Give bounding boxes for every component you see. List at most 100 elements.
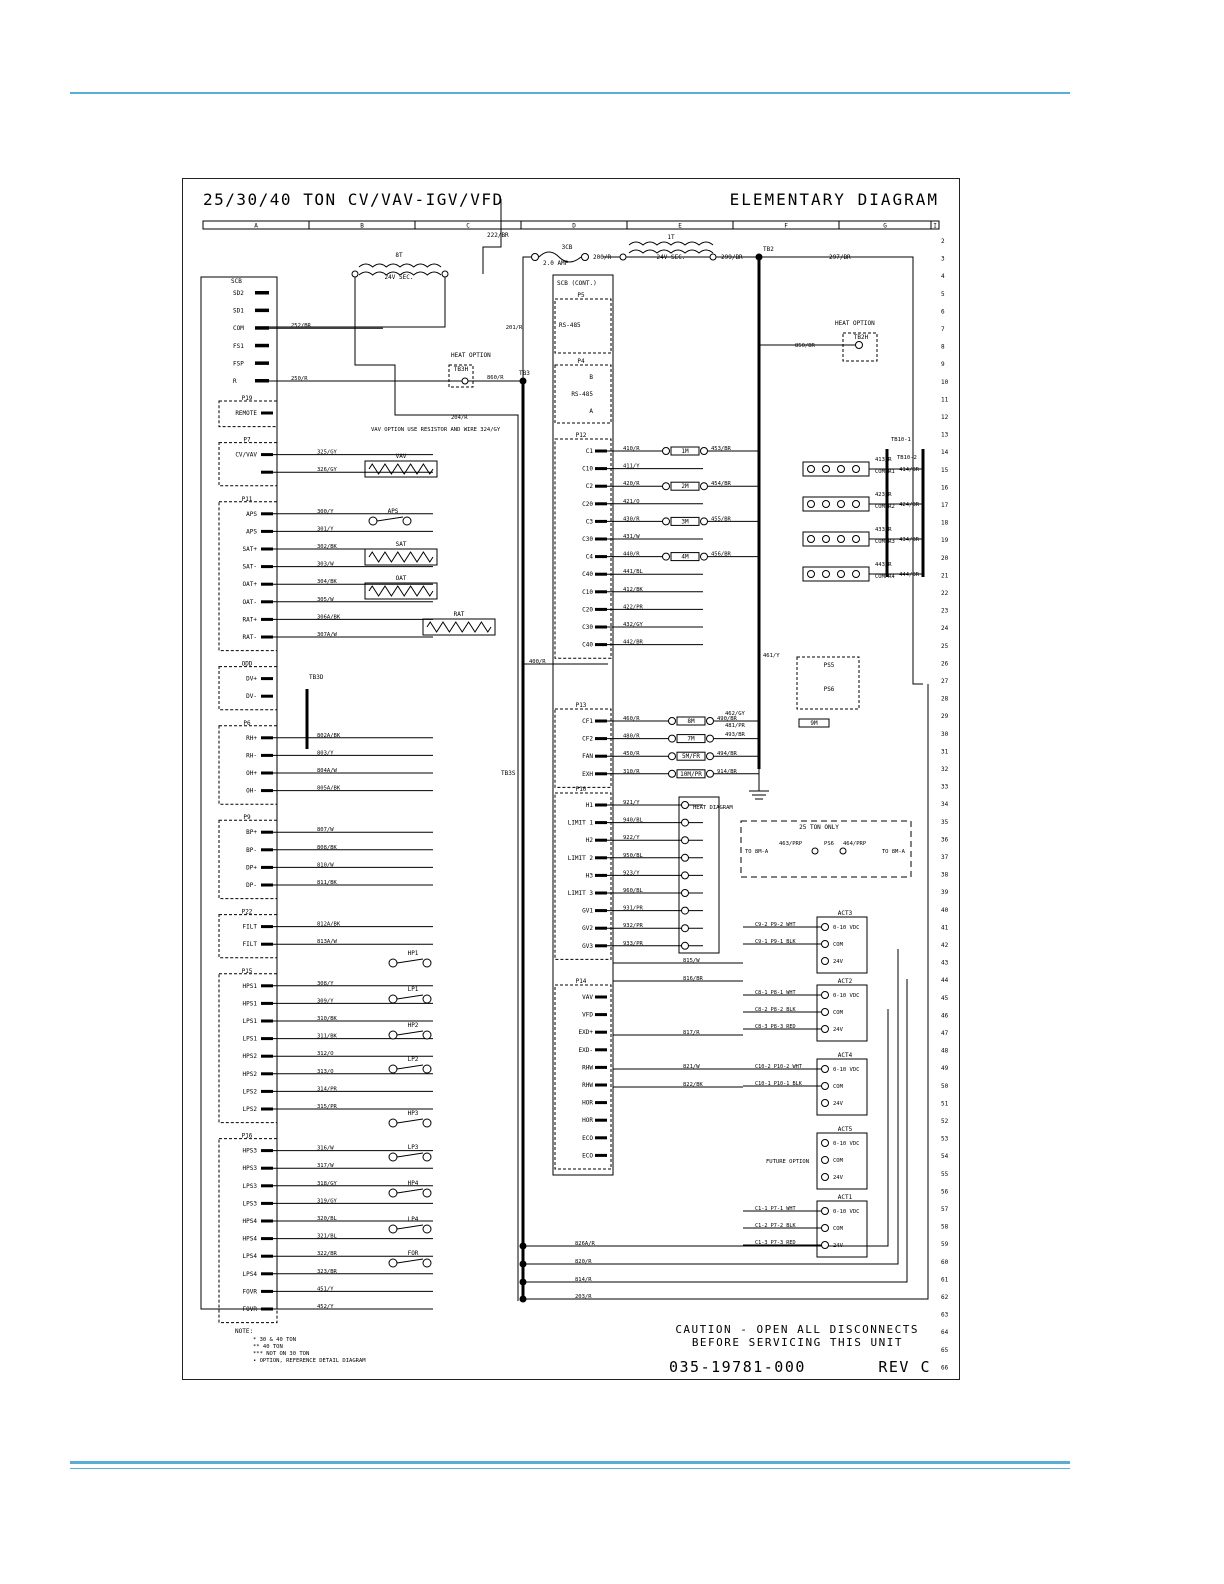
p10-pin (595, 856, 607, 860)
bus-node (519, 1242, 527, 1250)
connector-wire-label: 314/PR (317, 1086, 338, 1092)
fuse-terminal-b (581, 253, 589, 261)
p10-wire-label: 933/PR (623, 941, 644, 947)
connector-pin (261, 771, 273, 775)
sensor-oat-box (364, 582, 438, 600)
row-number: 15 (941, 467, 949, 474)
connector-wire-label: 807/W (317, 827, 334, 833)
connector-pin-label: SAT+ (243, 546, 258, 553)
connector-wire-label: 308/Y (317, 981, 334, 987)
t8-secondary-label: 24V SEC. (385, 274, 414, 281)
actuator-wire-label: C8-1 P8-1 WHT (755, 990, 796, 996)
connector-name: P16 (242, 1133, 253, 1140)
scb-terminal-label: SD1 (233, 308, 244, 315)
row-number: 11 (941, 396, 949, 403)
wire-850-label: 850/BR (795, 343, 816, 349)
actuator-pin-label: 0-10 VDC (833, 1209, 860, 1215)
heat-diagram-terminal (681, 853, 689, 862)
wire-826A (523, 1009, 889, 1247)
switch-label: LP1 (408, 986, 419, 993)
note-line: • OPTION, REFERENCE DETAIL DIAGRAM (253, 1358, 366, 1364)
t1-secondary-coil (628, 249, 714, 254)
fuse-symbol (538, 251, 582, 263)
connector-pin (261, 865, 273, 869)
actuator-pin-label: 24V (833, 1027, 844, 1033)
p10-pin-label: GV3 (582, 943, 593, 950)
row-number: 52 (941, 1118, 949, 1125)
heat-diagram-terminal (681, 818, 689, 827)
heat-option-tb2h-box (842, 332, 878, 362)
actuator-pin-label: 0-10 VDC (833, 1141, 860, 1147)
connector-pin (261, 789, 273, 793)
actuator-terminal (821, 1224, 829, 1232)
p12-box (554, 438, 612, 659)
connector-pin (261, 547, 273, 551)
switch-hp4-terminal-b (422, 1188, 432, 1198)
connector-pin (261, 942, 273, 946)
connector-pin (261, 411, 273, 415)
row-number: 7 (941, 326, 945, 333)
zone-label: A (254, 223, 258, 230)
compressor-name: COMPR2 (875, 504, 895, 510)
wire-461-label: 461/Y (763, 653, 780, 659)
actuator-pin-label: 24V (833, 1101, 844, 1107)
connector-name: P15 (242, 968, 253, 975)
connector-pin (261, 830, 273, 834)
row-number: 23 (941, 608, 949, 615)
diagram-title: 25/30/40 TON CV/VAV-IGV/VFD (203, 190, 504, 209)
compressor-contactor-terminal (837, 570, 845, 578)
switch-label: HP4 (408, 1180, 419, 1187)
row-number: 28 (941, 696, 949, 703)
switch-lp2-terminal-a (388, 1064, 398, 1074)
connector-pin (261, 1107, 273, 1111)
heat-option-tb3h-box (448, 364, 474, 388)
note-line: * 30 & 40 TON (253, 1337, 296, 1343)
row-number: 36 (941, 836, 949, 843)
relay-coil-1m (670, 446, 700, 456)
tb3h-terminal (461, 377, 469, 385)
p13-pin (595, 737, 607, 741)
wire-201 (522, 256, 535, 382)
connector-wire-label: 303/W (317, 562, 334, 568)
p14-pin (595, 1101, 607, 1105)
relay-coil-2m (670, 481, 700, 491)
p12-pin (595, 467, 607, 471)
connector-pin-label: FILT (243, 941, 258, 948)
connector-pin (261, 1019, 273, 1023)
sensor-sat-resistor (368, 551, 434, 563)
switch-aps-blade (376, 516, 404, 522)
compressor-contactor-terminal (852, 535, 860, 543)
p12-pin (595, 502, 607, 506)
switch-hp2-blade (396, 1030, 424, 1036)
compressor-name: COMPR1 (875, 469, 895, 475)
heat-diagram-label: HEAT DIAGRAM (693, 805, 733, 811)
connector-pin-label: APS (246, 511, 257, 518)
p10-pin (595, 944, 607, 948)
row-number: 2 (941, 238, 945, 245)
switch-hp2-terminal-a (388, 1030, 398, 1040)
connector-pin (261, 529, 273, 533)
row-number: 40 (941, 907, 949, 914)
compressor-in-wire: 423/R (875, 492, 892, 498)
connector-pin (261, 753, 273, 757)
connector-wire-label: 301/Y (317, 526, 334, 532)
tb3-label: TB3 (519, 370, 530, 377)
connector-pin (261, 883, 273, 887)
p10-wire-label: 932/PR (623, 923, 644, 929)
fuse-rating: 2.0 AMP (543, 260, 569, 267)
p12-pin (595, 625, 607, 629)
25-ton-title: 25 TON ONLY (799, 824, 839, 831)
actuator-act1-box (816, 1200, 868, 1258)
connector-pin-label: HPS1 (243, 1000, 258, 1007)
connector-wire-label: 306A/BK (317, 614, 341, 620)
heat-diagram-box (678, 796, 720, 954)
connector-odd-box (218, 666, 278, 711)
heat-diagram-terminal (681, 924, 689, 933)
p13-pin (595, 772, 607, 776)
p14-pin (595, 1048, 607, 1052)
actuator-pin-label: 24V (833, 1175, 844, 1181)
relay-coil-terminal-b (706, 769, 714, 778)
actuator-terminal (821, 1156, 829, 1164)
relay-coil-terminal-a (662, 447, 670, 455)
